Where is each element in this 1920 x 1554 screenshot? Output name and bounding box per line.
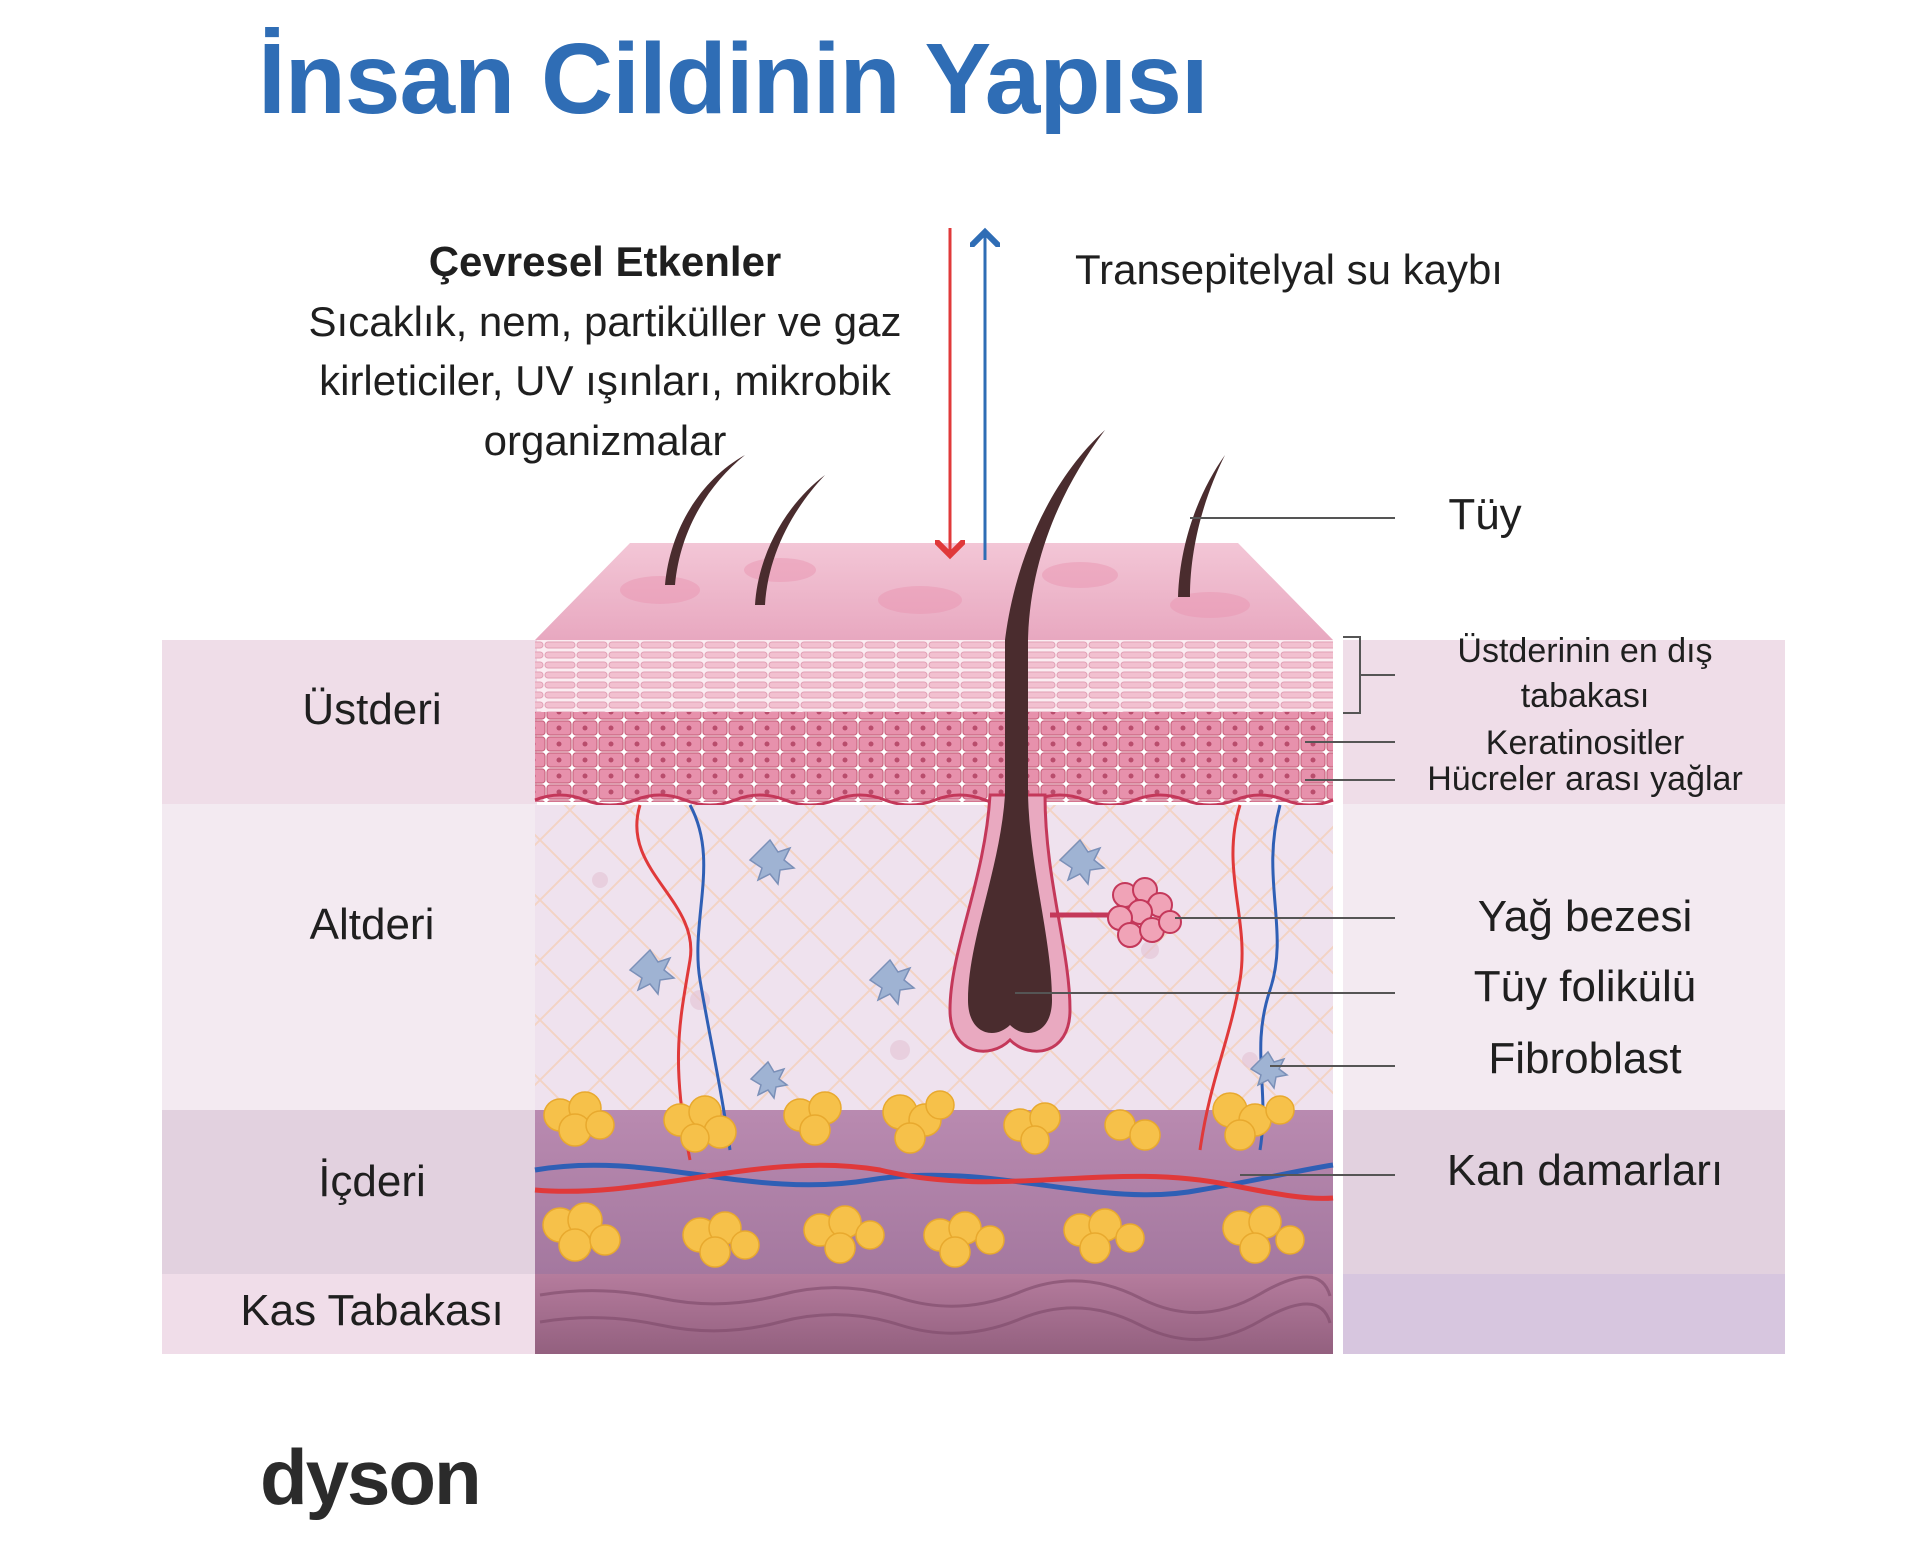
label-muscle: Kas Tabakası	[240, 1286, 504, 1335]
muscle-band-right	[1343, 1274, 1785, 1354]
label-blood-vessels: Kan damarları	[1446, 1146, 1724, 1195]
label-stratum-corneum-line-2: tabakası	[1520, 677, 1650, 716]
environmental-factors-line-2: kirleticiler, UV ışınları, mikrobik	[319, 357, 891, 405]
muscle-tissue	[535, 1274, 1333, 1354]
label-stratum-corneum-line-1: Üstderinin en dış	[1457, 632, 1713, 670]
fibroblast-cells	[628, 838, 1289, 1100]
hypodermis-band-left	[162, 1110, 537, 1274]
water-loss-label: Transepitelyal su kaybı	[1075, 246, 1503, 293]
label-intercellular-lipids: Hücreler arası yağlar	[1427, 760, 1743, 798]
brand-logo: dyson	[260, 1433, 482, 1521]
keratinocyte-layer	[535, 712, 1333, 802]
environmental-factors-line-1: Sıcaklık, nem, partiküller ve gaz	[308, 297, 902, 345]
label-fibroblast: Fibroblast	[1488, 1034, 1682, 1083]
label-sebaceous-gland: Yağ bezesi	[1477, 892, 1693, 941]
epidermis-band-left	[162, 640, 537, 804]
muscle-band-left	[162, 1274, 537, 1354]
label-stratum-corneum: Üstderinin en dış tabakası	[1395, 632, 1775, 716]
hair-2	[755, 475, 825, 605]
hypodermis-band-right	[1343, 1110, 1785, 1274]
page-title: İnsan Cildinin Yapısı	[258, 23, 1209, 135]
label-hypodermis: İçderi	[318, 1157, 426, 1206]
label-dermis: Altderi	[309, 900, 435, 949]
dermis-band-left	[162, 804, 537, 1110]
hair-1	[665, 455, 745, 585]
label-keratinocytes: Keratinositler	[1485, 724, 1685, 762]
stratum-corneum	[535, 640, 1333, 712]
label-hair: Tüy	[1448, 490, 1522, 539]
hair-follicle-bulb	[968, 795, 1052, 1033]
epidermis-band-right	[1343, 640, 1785, 804]
environmental-factors-block: Çevresel Etkenler Sıcaklık, nem, partikü…	[290, 232, 920, 471]
dermis-band-right	[1343, 804, 1785, 1110]
sebaceous-gland	[1107, 877, 1182, 948]
hair-3	[1178, 455, 1225, 597]
label-epidermis: Üstderi	[302, 685, 442, 734]
environmental-factors-heading: Çevresel Etkenler	[428, 238, 782, 285]
hair-shaft-main	[1005, 430, 1105, 640]
environmental-factors-line-3: organizmalar	[483, 416, 727, 464]
fat-cells	[542, 1090, 1305, 1268]
label-hair-follicle: Tüy folikülü	[1473, 962, 1697, 1011]
